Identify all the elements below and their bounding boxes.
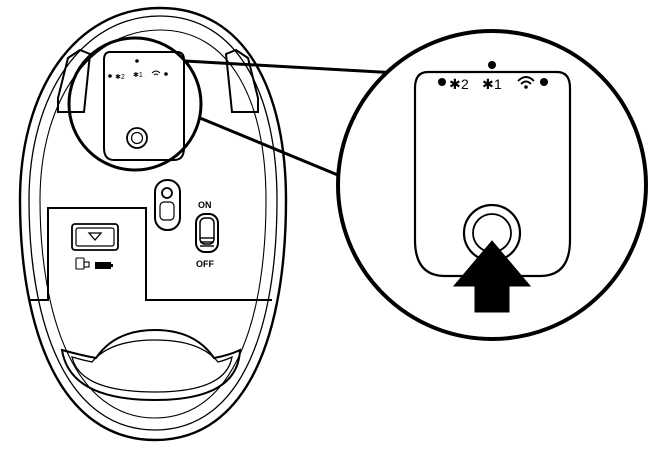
mouse-top-panel	[103, 51, 185, 161]
power-switch-off-label: OFF	[196, 259, 214, 269]
battery-indicator	[75, 257, 113, 270]
mouse-connect-button-inner	[130, 131, 144, 145]
mouse-led-2-dot	[108, 74, 112, 78]
battery-eject-arrow-icon	[87, 232, 103, 241]
detail-channel-2-bluetooth-icon: ✱	[449, 76, 461, 92]
usb-receiver-icon	[75, 257, 85, 270]
usb-receiver-icon-plug	[83, 261, 90, 268]
mouse-wifi-icon	[151, 70, 161, 76]
mouse-foot-right	[224, 48, 259, 113]
detail-channel-1-label: 1	[494, 76, 502, 92]
magnified-detail: ✱ 2 ✱ 1	[336, 29, 648, 341]
mouse-led-2-label: ✱2	[115, 73, 125, 81]
optical-sensor-window	[159, 201, 175, 221]
mouse-underside: ✱2 ✱1 ON OFF	[18, 6, 288, 442]
mouse-inner-shell	[28, 15, 278, 431]
battery-icon-tip	[111, 264, 113, 267]
power-switch-knob	[199, 217, 215, 245]
mouse-led-1-dot	[135, 59, 139, 63]
detail-led-wifi-dot	[540, 78, 548, 86]
detail-channel-1-bluetooth-icon: ✱	[482, 76, 494, 92]
mouse-outer-shell	[18, 6, 288, 442]
mouse-inner-contour	[39, 29, 267, 419]
magnifier-connector-top	[184, 59, 399, 75]
mouse-foot-left	[57, 48, 92, 113]
power-switch-track	[195, 213, 219, 253]
battery-icon	[95, 262, 111, 269]
mouse-bottom-glide-inner	[71, 339, 233, 393]
mouse-connect-button	[126, 127, 148, 149]
power-switch-on-label: ON	[198, 200, 212, 210]
magnifier-source-circle	[67, 36, 203, 172]
detail-panel	[413, 70, 572, 278]
detail-channel-indicators: ✱ 2 ✱ 1	[438, 61, 548, 92]
press-arrow-icon	[452, 240, 532, 313]
battery-compartment	[30, 207, 272, 301]
battery-eject-button	[71, 223, 119, 251]
mouse-led-wifi-dot	[164, 72, 168, 76]
battery-eject-button-inner	[75, 227, 115, 247]
power-switch: ON OFF	[195, 200, 219, 269]
detail-led-2-dot	[438, 78, 446, 86]
mouse-channel-leds: ✱2 ✱1	[108, 59, 168, 81]
detail-channel-2-label: 2	[461, 76, 469, 92]
magnifier-connector-bottom	[199, 116, 363, 187]
optical-sensor	[154, 179, 181, 231]
optical-sensor-lens	[161, 187, 173, 199]
detail-wifi-icon	[517, 76, 535, 89]
detail-led-1-dot	[488, 61, 496, 69]
mouse-bottom-glide	[60, 328, 242, 402]
mouse-led-1-label: ✱1	[133, 71, 143, 79]
